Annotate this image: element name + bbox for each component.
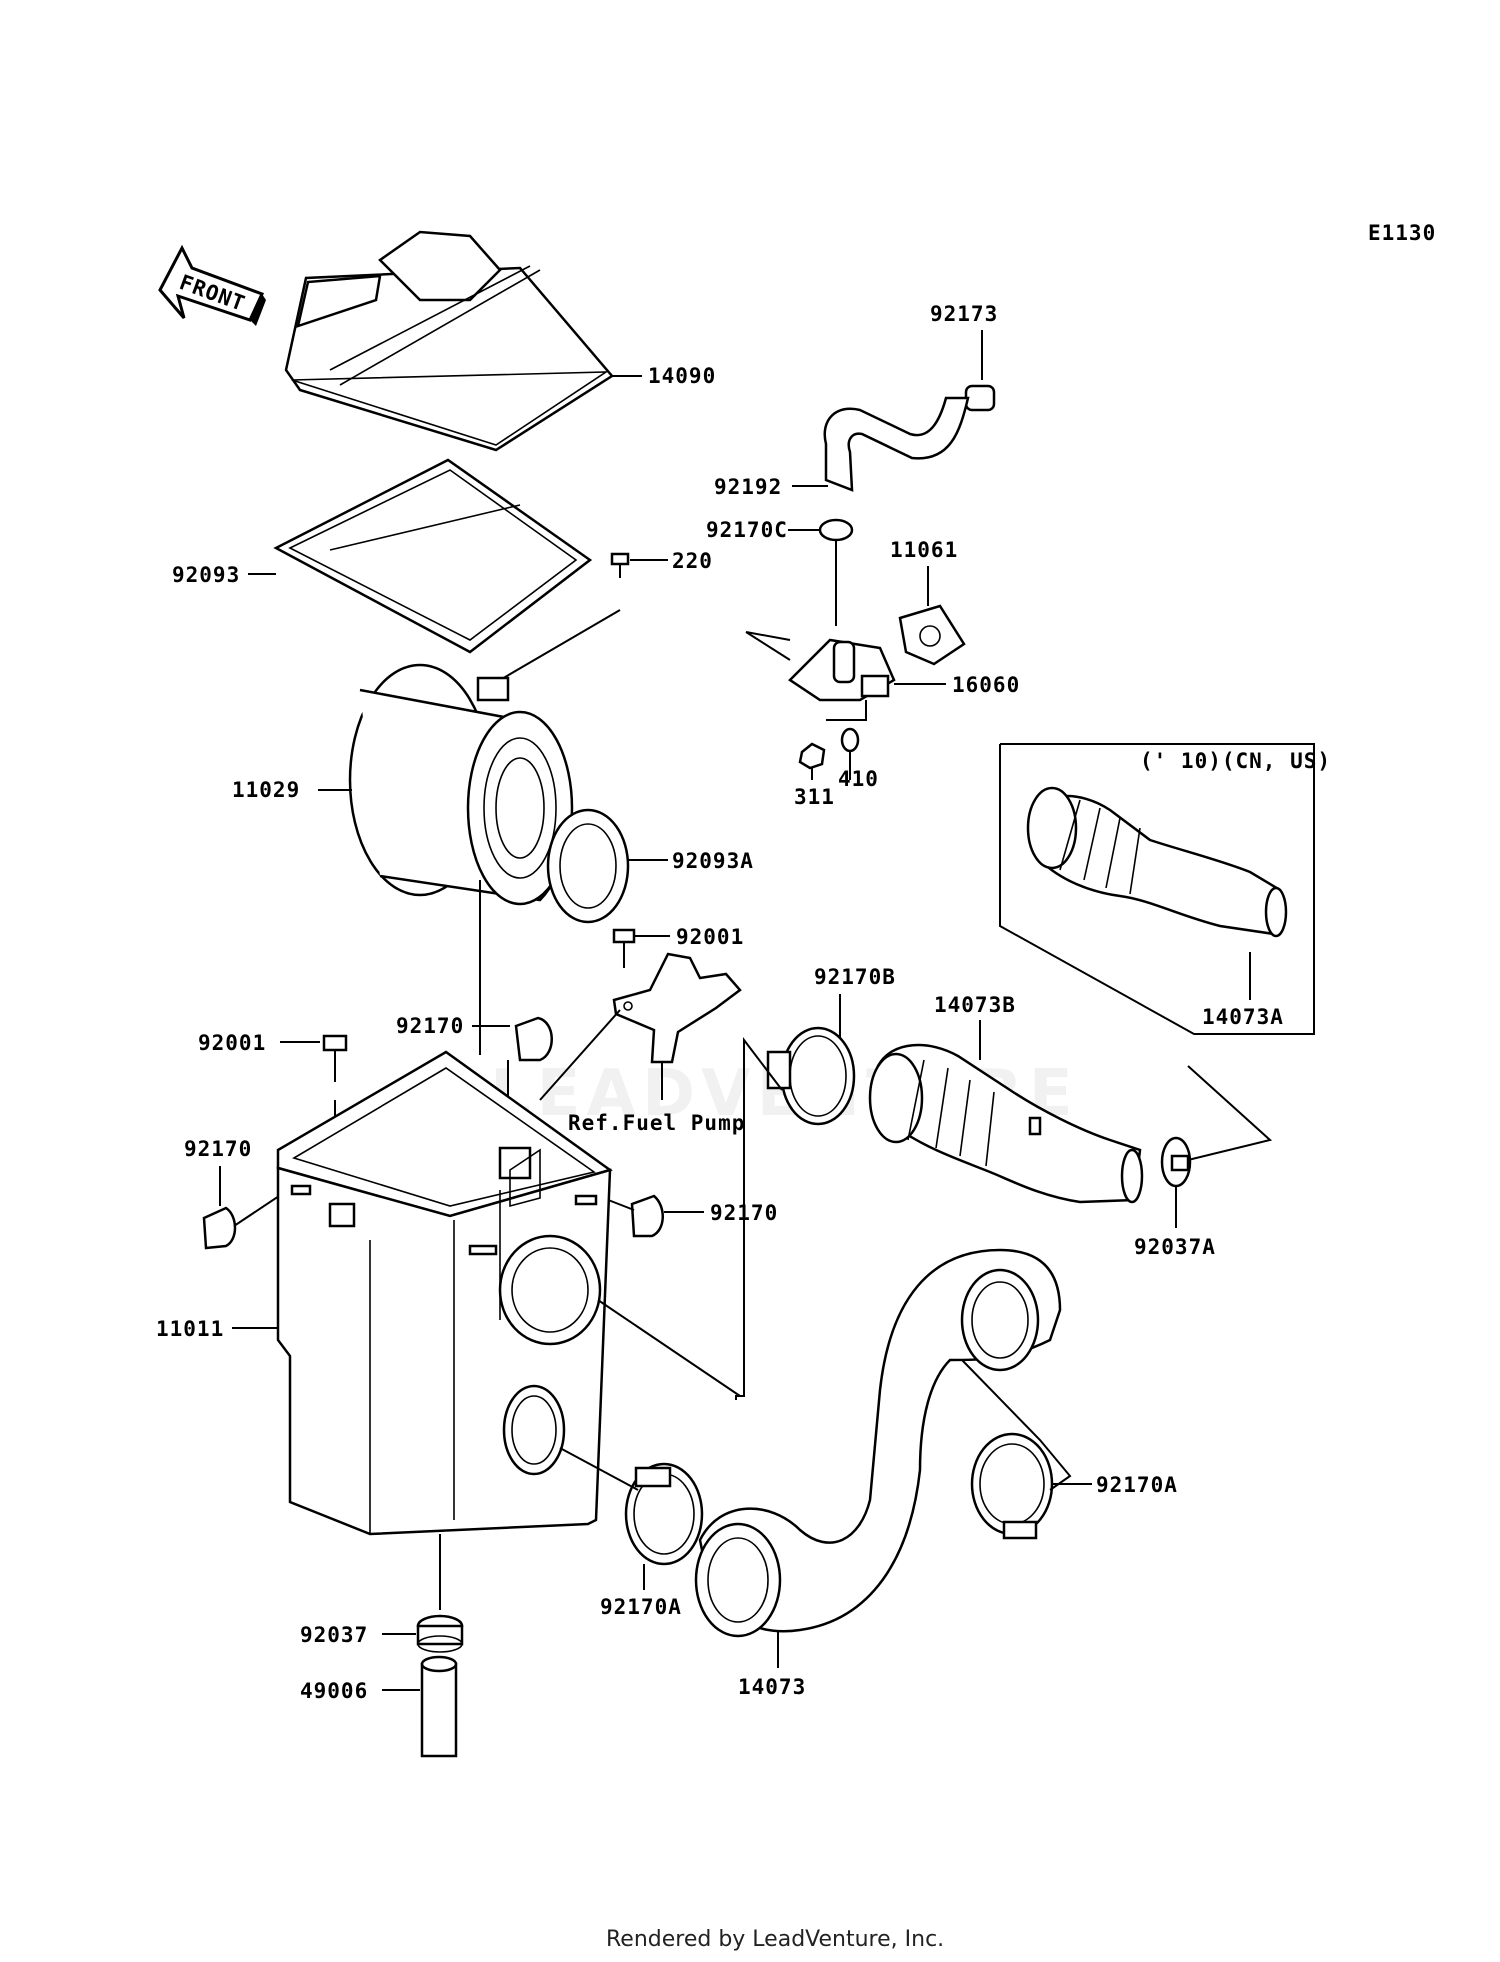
label-92170A-bottom: 92170A: [600, 1595, 682, 1619]
clamp-92170A-right: [970, 1432, 1054, 1540]
clamp-92170C: [818, 518, 854, 542]
diagram-code: E1130: [1368, 221, 1436, 245]
drain-tube-49006: [420, 1655, 458, 1758]
label-92037A: 92037A: [1134, 1235, 1216, 1259]
bolt-92001-upper: [612, 928, 636, 968]
label-11029: 11029: [232, 778, 300, 802]
front-arrow-icon: FRONT: [158, 244, 266, 326]
label-410: 410: [838, 767, 879, 791]
air-filter-element: [348, 663, 574, 906]
air-cleaner-housing: [276, 1050, 613, 1536]
seal-ring-92093A: [546, 808, 630, 924]
label-92093A: 92093A: [672, 849, 754, 873]
ref-fuel-pump: Ref.Fuel Pump: [568, 1111, 745, 1135]
label-92170A-right: 92170A: [1096, 1473, 1178, 1497]
breather-housing-16060: [788, 638, 896, 702]
label-16060: 16060: [952, 673, 1020, 697]
air-cleaner-cover: [284, 230, 614, 452]
variant-box: (' 10)(CN, US) 14073A: [999, 743, 1331, 1035]
gasket-11061: [898, 604, 966, 666]
label-92192: 92192: [714, 475, 782, 499]
intake-duct-14073: [694, 1248, 1062, 1638]
label-92170B: 92170B: [814, 965, 896, 989]
label-92170-center: 92170: [396, 1014, 464, 1038]
gasket: [273, 458, 593, 654]
label-92170-left: 92170: [184, 1137, 252, 1161]
label-92173: 92173: [930, 302, 998, 326]
label-14073: 14073: [738, 1675, 806, 1699]
intake-duct-14073B: [868, 1043, 1144, 1204]
label-49006: 49006: [300, 1679, 368, 1703]
breather-hose-92192: [823, 396, 970, 492]
footer-credit: Rendered by LeadVenture, Inc.: [606, 1927, 944, 1952]
label-311: 311: [794, 785, 835, 809]
label-14090: 14090: [648, 364, 716, 388]
washer-410: [840, 727, 860, 753]
fuel-pump-bracket: [612, 952, 742, 1064]
label-92001-upper: 92001: [676, 925, 744, 949]
clip-92170-right: [630, 1194, 664, 1238]
clamp-92170B: [766, 1026, 856, 1126]
clamp-92037: [416, 1614, 464, 1653]
bolt-92001-left: [322, 1034, 348, 1082]
clamp-92037A: [1160, 1136, 1192, 1188]
label-92037: 92037: [300, 1623, 368, 1647]
label-92170-right: 92170: [710, 1201, 778, 1225]
label-92001-left: 92001: [198, 1031, 266, 1055]
clamp-92170A-bottom: [624, 1462, 704, 1566]
label-92170C: 92170C: [706, 518, 788, 542]
label-11061: 11061: [890, 538, 958, 562]
clip-92170-left: [202, 1206, 237, 1250]
label-92093: 92093: [172, 563, 240, 587]
label-11011: 11011: [156, 1317, 224, 1341]
label-14073B: 14073B: [934, 993, 1016, 1017]
variant-note: (' 10)(CN, US): [1140, 749, 1331, 773]
clip-92170-center: [514, 1016, 553, 1062]
screw-220: [610, 552, 630, 578]
clamp-92173: [964, 384, 996, 412]
label-220: 220: [672, 549, 713, 573]
label-14073A: 14073A: [1202, 1005, 1284, 1029]
nut-311: [798, 742, 826, 770]
